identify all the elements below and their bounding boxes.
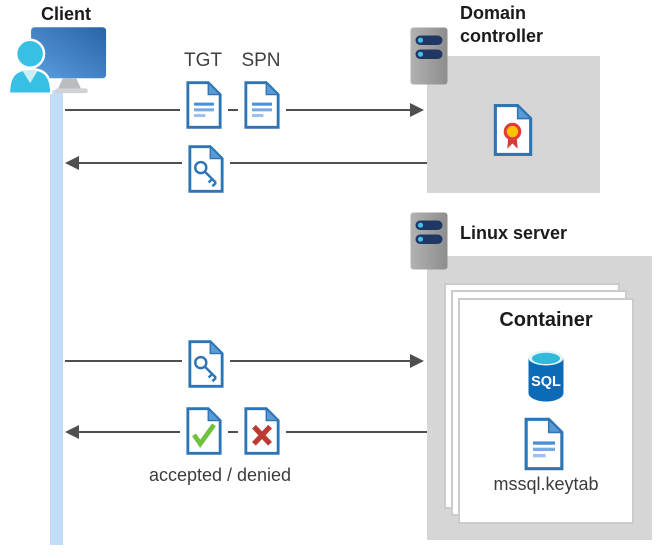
sql-database-icon: SQL bbox=[526, 349, 566, 402]
arrow-return-key-line bbox=[78, 162, 427, 164]
keytab-file-label: mssql.keytab bbox=[493, 474, 599, 494]
certificate-document-icon bbox=[492, 103, 534, 157]
rosette bbox=[503, 122, 522, 141]
arrow-right-head-icon bbox=[410, 103, 424, 117]
arrow-left-head-icon bbox=[65, 156, 79, 170]
spn-label: SPN bbox=[241, 50, 281, 71]
person-collar bbox=[22, 70, 38, 84]
key-document-icon bbox=[182, 140, 230, 198]
client-lifeline bbox=[50, 90, 63, 545]
cross-glyph bbox=[252, 424, 272, 446]
domain-controller-label: Domain controller bbox=[460, 3, 544, 47]
keytab-document-icon bbox=[523, 416, 565, 472]
container-label: Container bbox=[499, 309, 593, 331]
arrow-left-head-icon bbox=[65, 425, 79, 439]
key-glyph bbox=[194, 160, 217, 188]
server-tower-icon bbox=[410, 27, 448, 85]
client-label: Client bbox=[40, 4, 91, 24]
check-document-icon bbox=[180, 402, 228, 460]
monitor-stand bbox=[58, 78, 82, 89]
linux-server-label: Linux server bbox=[460, 223, 568, 243]
accepted-denied-label: accepted / denied bbox=[148, 465, 292, 485]
spn-document-icon bbox=[238, 76, 286, 134]
key-document-icon bbox=[182, 335, 230, 393]
monitor-screen bbox=[31, 27, 107, 79]
arrow-right-head-icon bbox=[410, 354, 424, 368]
container-card bbox=[458, 298, 634, 524]
person-head bbox=[14, 38, 46, 69]
server-tower-icon bbox=[410, 212, 448, 270]
sql-badge-text: SQL bbox=[531, 374, 561, 390]
cross-document-icon bbox=[238, 402, 286, 460]
tgt-label: TGT bbox=[184, 50, 222, 71]
user-workstation-icon bbox=[8, 26, 108, 94]
tgt-document-icon bbox=[180, 76, 228, 134]
monitor-base bbox=[55, 88, 88, 94]
key-glyph bbox=[194, 355, 217, 383]
arrow-present-ticket-line bbox=[65, 360, 412, 362]
check-glyph bbox=[192, 423, 216, 448]
